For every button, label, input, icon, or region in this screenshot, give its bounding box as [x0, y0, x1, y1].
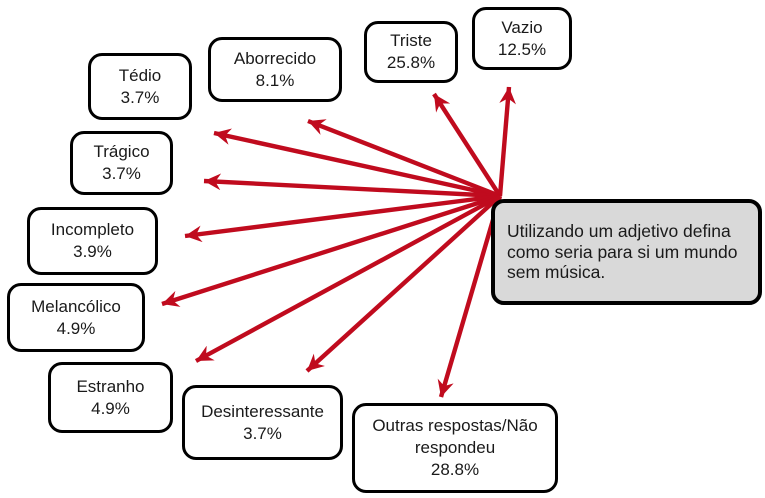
node-desinteressante: Desinteressante 3.7% [182, 385, 343, 460]
node-outras-respostas: Outras respostas/Não respondeu 28.8% [352, 403, 558, 493]
arrow-to-incompleto [184, 193, 501, 243]
arrow-to-aborrecido [307, 118, 501, 199]
node-label: Outras respostas/Não respondeu [372, 416, 538, 457]
arrow-to-melancolico [161, 193, 501, 307]
node-label: Triste [390, 31, 432, 50]
arrow-to-tedio [213, 128, 501, 199]
arrow-to-desinteressante [305, 194, 502, 373]
node-value: 8.1% [255, 70, 295, 90]
node-label: Incompleto [50, 220, 135, 239]
node-value: 3.7% [243, 423, 282, 443]
node-incompleto: Incompleto 3.9% [27, 207, 158, 275]
node-label: Tédio [118, 65, 162, 85]
arrow-to-triste [432, 92, 502, 198]
arrow-to-outras [437, 195, 503, 398]
node-value: 3.9% [73, 242, 112, 261]
node-label: Melancólico [31, 296, 121, 316]
node-value: 25.8% [386, 53, 436, 72]
node-estranho: Estranho 4.9% [48, 362, 173, 433]
node-triste: Triste 25.8% [364, 21, 458, 83]
center-question-text: Utilizando um adjetivo defina como seria… [507, 221, 738, 283]
node-label: Estranho [76, 376, 145, 396]
node-melancolico: Melancólico 4.9% [7, 283, 145, 352]
node-label: Vazio [501, 17, 543, 37]
node-value: 3.7% [102, 164, 141, 183]
arrow-to-estranho [194, 194, 502, 363]
node-label: Trágico [93, 142, 150, 161]
node-value: 4.9% [56, 318, 96, 338]
node-tragico: Trágico 3.7% [70, 131, 173, 195]
node-value: 3.7% [120, 87, 160, 107]
node-aborrecido: Aborrecido 8.1% [208, 37, 342, 102]
arrow-to-tragico [203, 173, 501, 199]
center-question-box: Utilizando um adjetivo defina como seria… [491, 199, 762, 305]
arrow-to-vazio [497, 86, 516, 197]
node-value: 28.8% [430, 460, 480, 479]
node-value: 4.9% [91, 398, 130, 418]
node-vazio: Vazio 12.5% [472, 7, 572, 70]
node-tedio: Tédio 3.7% [88, 53, 192, 120]
node-value: 12.5% [497, 39, 547, 59]
node-label: Desinteressante [201, 401, 324, 421]
node-label: Aborrecido [233, 48, 317, 68]
